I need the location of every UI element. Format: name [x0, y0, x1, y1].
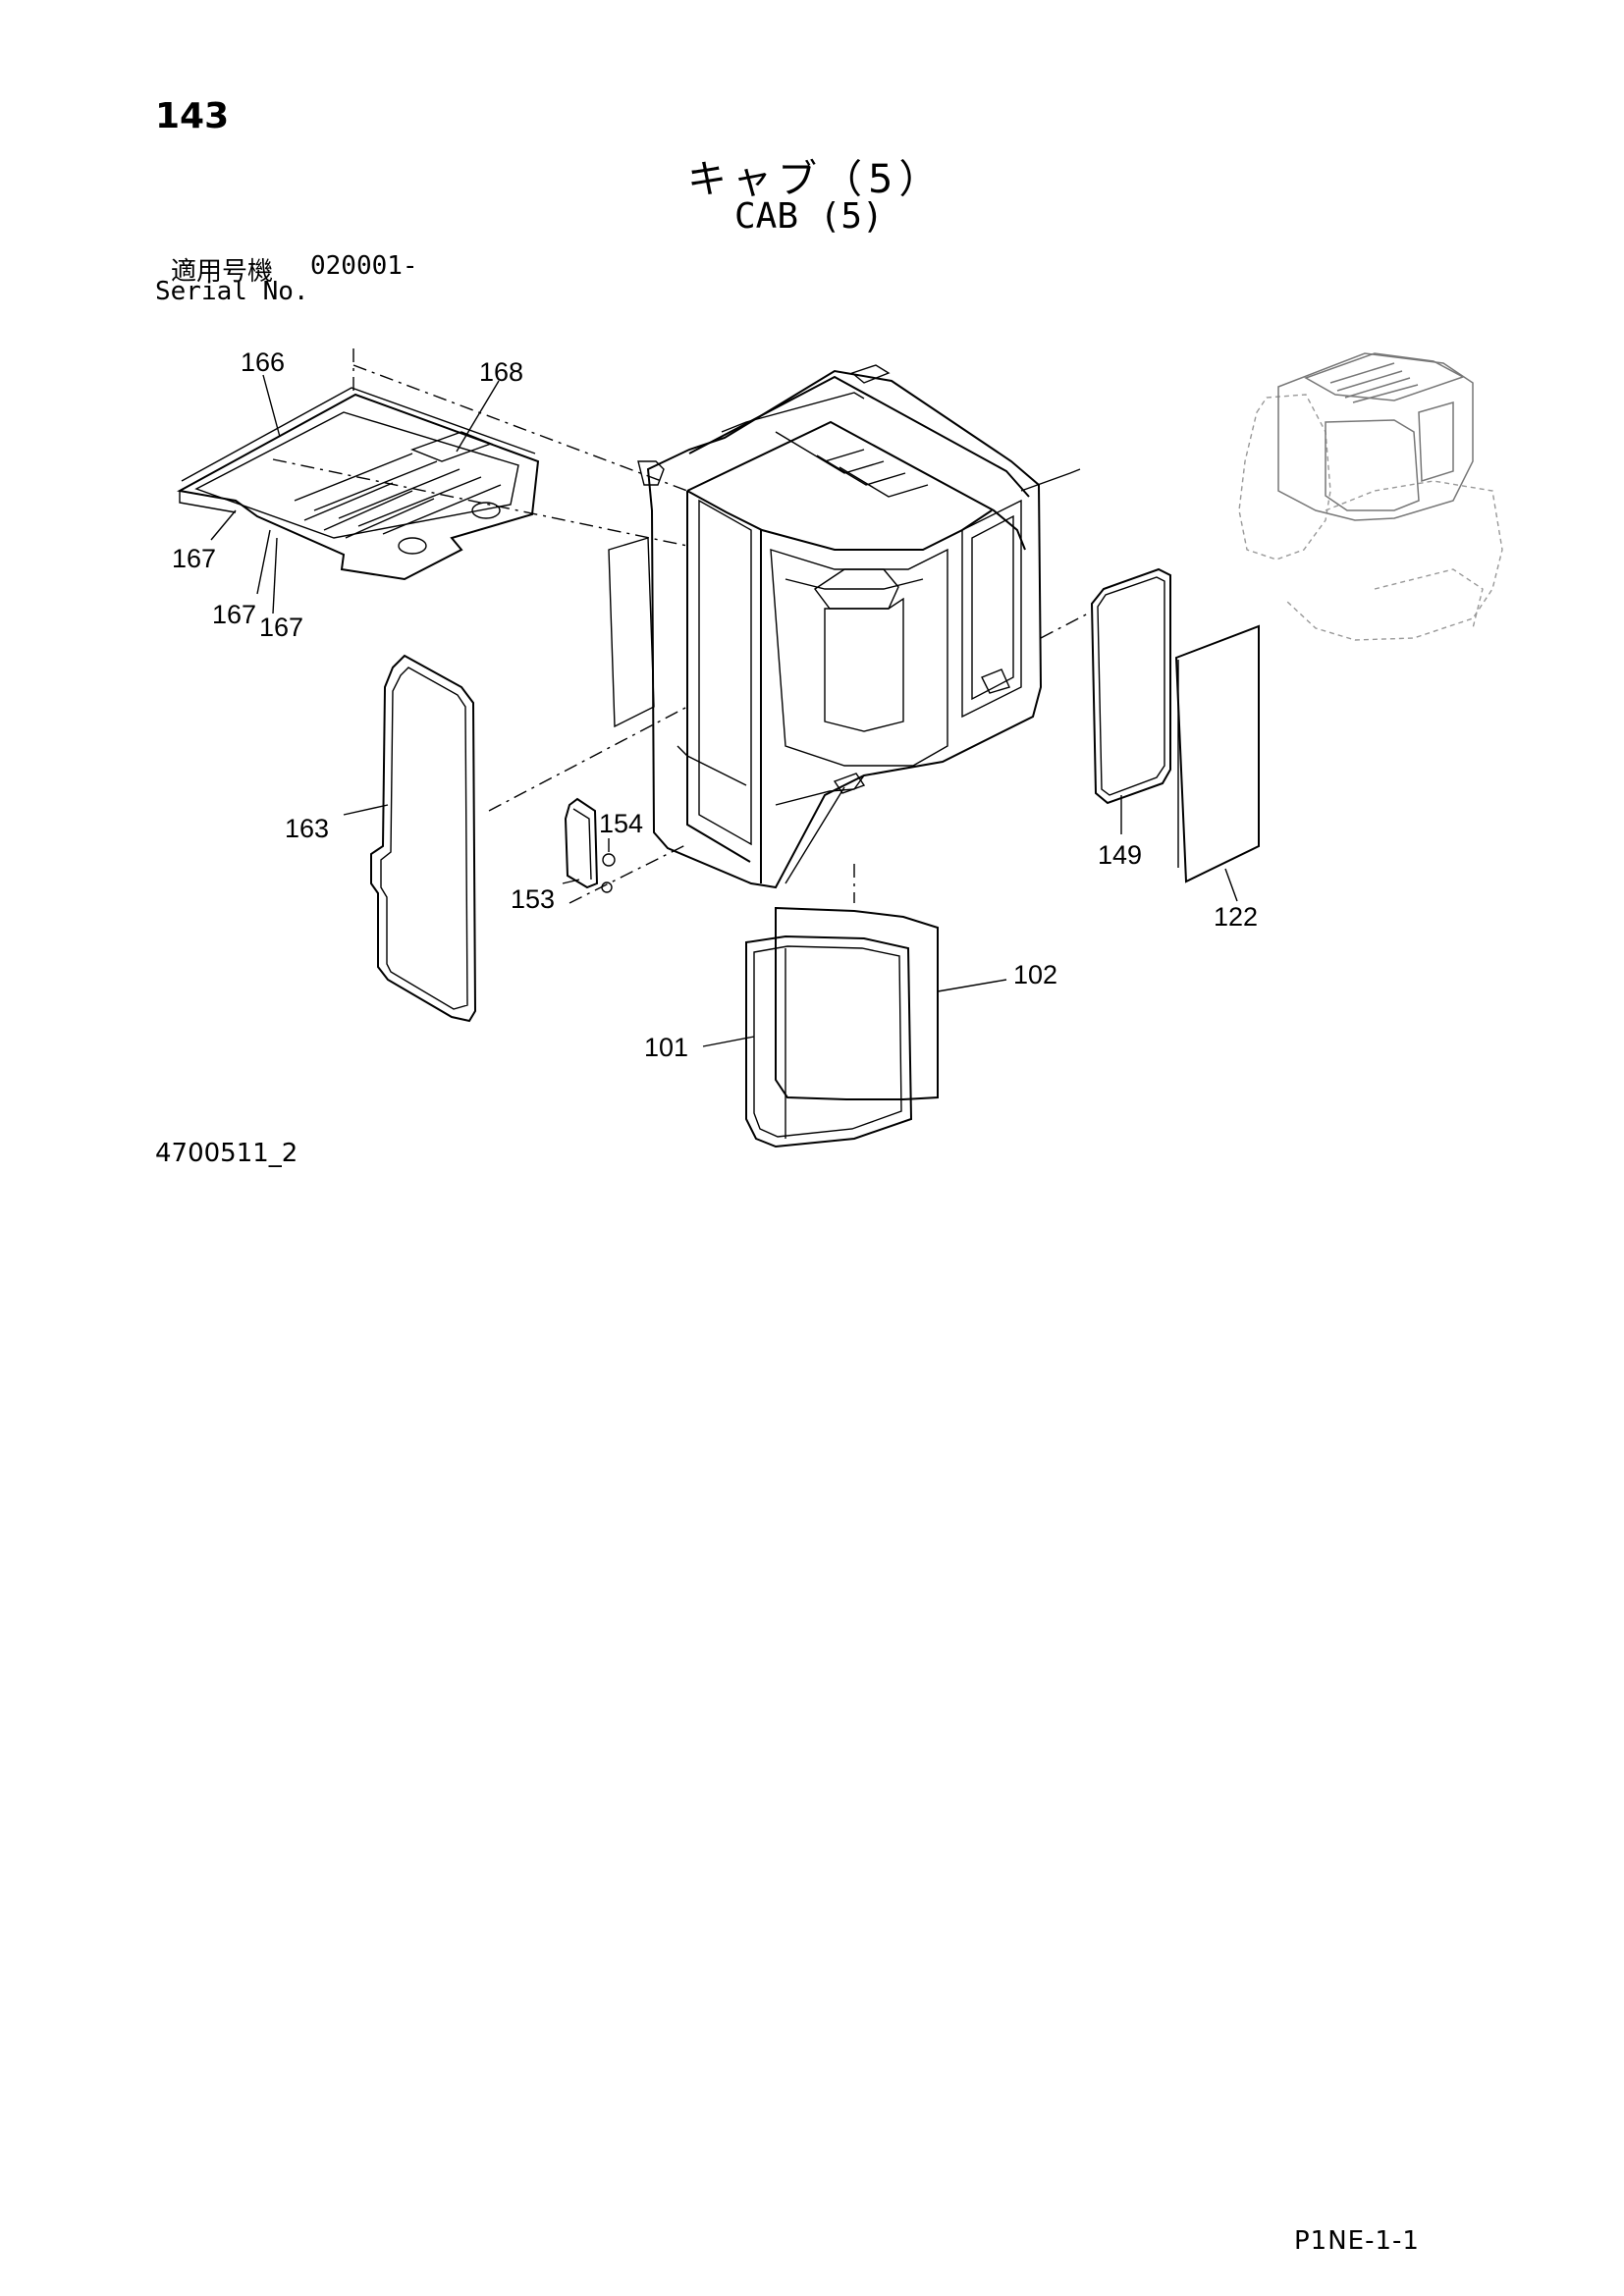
- machine-reference-thumbnail: [1238, 352, 1503, 641]
- callout-166: 166: [241, 347, 285, 377]
- callout-122: 122: [1214, 902, 1258, 932]
- callout-102: 102: [1013, 960, 1057, 989]
- assembly-leader-lines: [272, 348, 1091, 904]
- callout-153: 153: [511, 884, 555, 914]
- callout-154: 154: [599, 809, 643, 838]
- callout-168: 168: [479, 357, 523, 387]
- callout-leaders: [210, 374, 1238, 1047]
- roof-panel-part: [177, 387, 540, 581]
- rear-window-seal-part: [1090, 567, 1171, 805]
- page-code: P1NE-1-1: [1294, 2226, 1420, 2256]
- drawing-number: 4700511_2: [155, 1139, 298, 1168]
- callout-167-c: 167: [259, 613, 303, 642]
- rear-glass-part: [1174, 624, 1260, 883]
- rod-and-clip-part: [564, 797, 616, 893]
- callout-labels: 166 168 167 167 167 163 154 153 149 122 …: [172, 347, 1258, 1062]
- callout-167-b: 167: [212, 600, 256, 629]
- serial-label-english: Serial No.: [155, 277, 309, 306]
- serial-number-value: 020001-: [310, 251, 418, 281]
- callout-163: 163: [285, 814, 329, 843]
- cab-frame-part: [608, 364, 1081, 889]
- callout-167-a: 167: [172, 544, 216, 573]
- callout-101: 101: [644, 1033, 688, 1062]
- page-number: 143: [155, 96, 230, 136]
- front-glass-part: [745, 906, 939, 1148]
- side-window-seal-part: [370, 654, 477, 1023]
- callout-149: 149: [1098, 840, 1142, 870]
- title-english: CAB (5): [734, 196, 884, 237]
- title-japanese: キャブ（5）: [687, 157, 945, 202]
- exploded-parts-diagram: 166 168 167 167 167 163 154 153 149 122 …: [172, 347, 1503, 1148]
- serial-label-japanese: 適用号機: [171, 257, 274, 287]
